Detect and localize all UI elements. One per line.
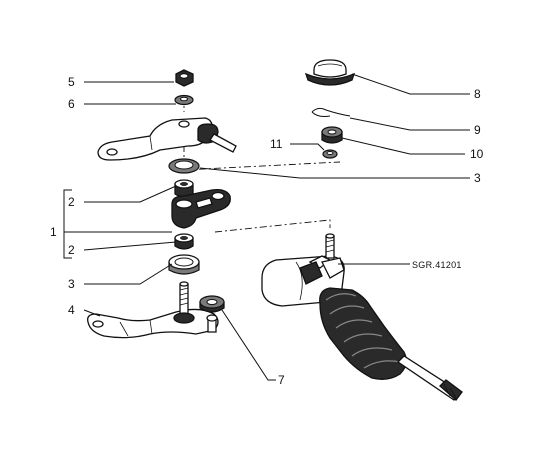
callout-5: 5 bbox=[68, 75, 75, 89]
main-lever-arm-part-1 bbox=[171, 188, 231, 229]
seal-ring-part-3-upper bbox=[168, 158, 200, 174]
washer-part-6 bbox=[174, 94, 194, 106]
callout-8: 8 bbox=[474, 87, 481, 101]
callout-2-lower: 2 bbox=[68, 243, 75, 257]
gear-shift-rod-assembly bbox=[261, 233, 463, 401]
callout-10: 10 bbox=[470, 147, 484, 161]
lower-bracket-part-4 bbox=[87, 281, 219, 339]
leader-lines bbox=[63, 73, 470, 381]
callout-labels: 5 6 8 9 10 11 3 2 1 2 3 4 7 SGR.41201 bbox=[50, 75, 484, 387]
reference-code: SGR.41201 bbox=[412, 260, 462, 270]
seal-ring-part-3-lower bbox=[168, 254, 200, 275]
grommet-part-7 bbox=[199, 295, 225, 313]
callout-3-lower: 3 bbox=[68, 277, 75, 291]
callout-2-upper: 2 bbox=[68, 195, 75, 209]
nut-part-5 bbox=[175, 69, 194, 87]
callout-4: 4 bbox=[68, 303, 75, 317]
callout-6: 6 bbox=[68, 97, 75, 111]
spring-clip-part-9 bbox=[311, 107, 351, 117]
cap-part-8 bbox=[304, 59, 356, 86]
callout-9: 9 bbox=[474, 123, 481, 137]
callout-11: 11 bbox=[270, 137, 283, 151]
callout-3-upper: 3 bbox=[474, 171, 481, 185]
callout-7: 7 bbox=[278, 373, 285, 387]
bushing-part-2-lower bbox=[174, 233, 194, 250]
bushing-part-10 bbox=[321, 126, 343, 144]
upper-lever-plate bbox=[97, 117, 237, 161]
washer-part-11 bbox=[322, 149, 338, 159]
callout-1: 1 bbox=[50, 225, 57, 239]
